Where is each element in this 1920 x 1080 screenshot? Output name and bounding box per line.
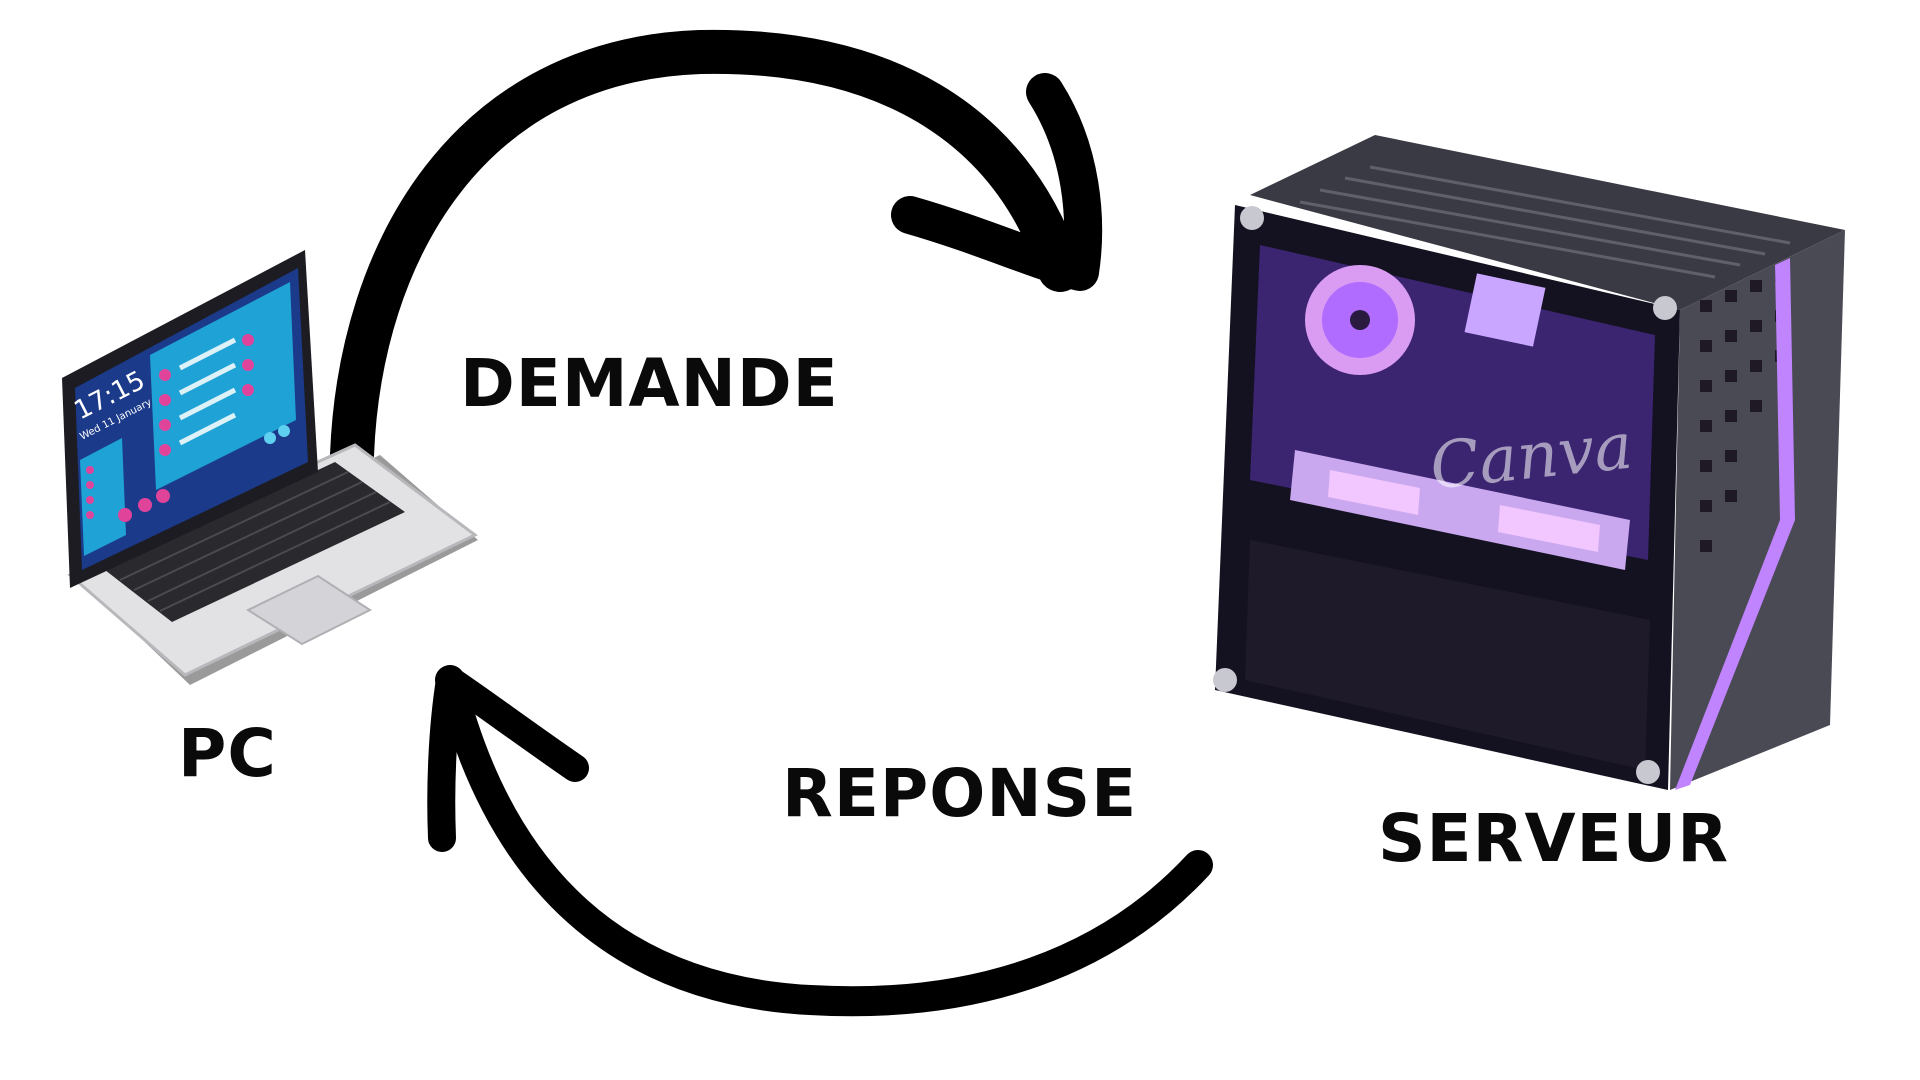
server-cpu — [1464, 273, 1546, 347]
request-arrow-head — [891, 73, 1103, 291]
pc-label: PC — [178, 715, 277, 792]
server-tower-icon — [1213, 135, 1845, 790]
server-side — [1670, 230, 1845, 790]
response-arrow-shaft — [435, 665, 1213, 1017]
request-arrow-shaft — [330, 29, 1082, 477]
response-label: REPONSE — [782, 755, 1138, 832]
request-label: DEMANDE — [460, 345, 839, 422]
server-light-strip — [1675, 258, 1795, 790]
server-label: SERVEUR — [1378, 800, 1730, 877]
server-top — [1250, 135, 1845, 310]
request-arrow — [330, 29, 1103, 477]
response-arrow — [427, 665, 1213, 1017]
laptop-trackpad — [245, 574, 373, 646]
laptop-keyboard — [105, 462, 405, 622]
laptop-icon — [62, 250, 478, 685]
response-arrow-head — [427, 666, 589, 852]
